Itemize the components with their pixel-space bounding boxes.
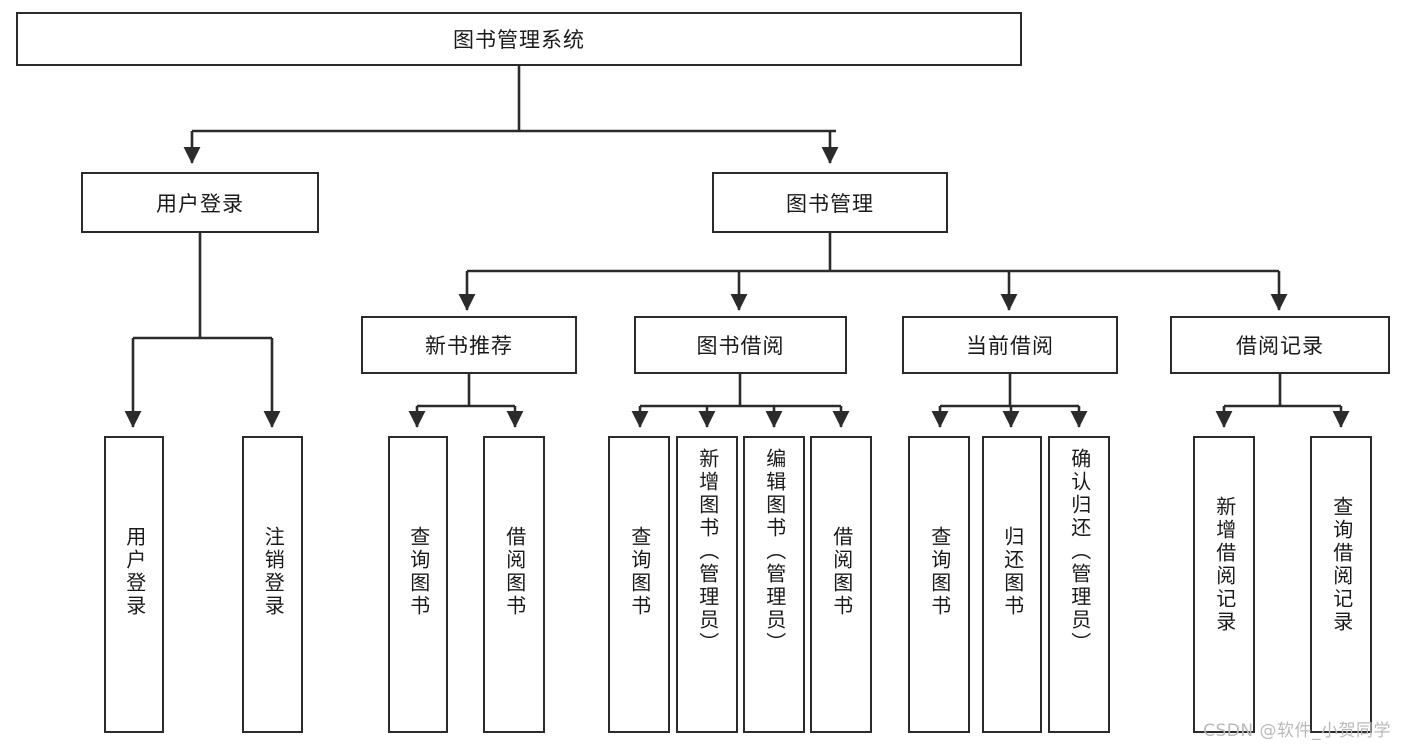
node-label: 确认归还（管理员） bbox=[1067, 448, 1092, 655]
leaf-borrow-book-2[interactable]: 借阅图书 bbox=[810, 436, 872, 733]
node-label: 新书推荐 bbox=[425, 334, 513, 358]
node-label: 图书管理系统 bbox=[453, 28, 585, 52]
node-user-login[interactable]: 用户登录 bbox=[81, 172, 319, 233]
node-label: 用户登录 bbox=[156, 191, 244, 216]
node-label: 新增借阅记录 bbox=[1212, 496, 1237, 634]
node-label: 借阅记录 bbox=[1236, 334, 1324, 358]
leaf-confirm-return[interactable]: 确认归还（管理员） bbox=[1048, 436, 1110, 733]
node-label: 用户登录 bbox=[122, 526, 147, 618]
node-label: 借阅图书 bbox=[502, 526, 527, 618]
node-label: 查询图书 bbox=[627, 526, 652, 618]
node-root-system[interactable]: 图书管理系统 bbox=[16, 12, 1022, 66]
leaf-logout-login[interactable]: 注销登录 bbox=[242, 436, 303, 733]
node-borrow-record[interactable]: 借阅记录 bbox=[1170, 316, 1390, 374]
node-label: 编辑图书（管理员） bbox=[762, 448, 787, 655]
node-label: 查询图书 bbox=[406, 526, 431, 618]
leaf-add-book[interactable]: 新增图书（管理员） bbox=[676, 436, 738, 733]
node-book-manage[interactable]: 图书管理 bbox=[712, 172, 948, 233]
leaf-query-record[interactable]: 查询借阅记录 bbox=[1310, 436, 1372, 733]
leaf-query-book-3[interactable]: 查询图书 bbox=[908, 436, 970, 733]
node-label: 图书管理 bbox=[786, 191, 874, 216]
node-label: 图书借阅 bbox=[696, 334, 785, 358]
node-label: 当前借阅 bbox=[966, 334, 1054, 358]
node-label: 新增图书（管理员） bbox=[695, 448, 720, 655]
node-label: 查询图书 bbox=[927, 526, 952, 618]
leaf-add-record[interactable]: 新增借阅记录 bbox=[1193, 436, 1255, 733]
node-label: 借阅图书 bbox=[829, 526, 854, 618]
node-label: 归还图书 bbox=[1000, 526, 1025, 618]
leaf-edit-book[interactable]: 编辑图书（管理员） bbox=[743, 436, 805, 733]
watermark: CSDN @软件_小贺同学 bbox=[1203, 721, 1391, 741]
leaf-return-book[interactable]: 归还图书 bbox=[982, 436, 1042, 733]
node-label: 注销登录 bbox=[261, 526, 286, 618]
leaf-query-book-1[interactable]: 查询图书 bbox=[388, 436, 448, 733]
leaf-query-book-2[interactable]: 查询图书 bbox=[608, 436, 670, 733]
leaf-user-login[interactable]: 用户登录 bbox=[104, 436, 164, 733]
node-new-book-recommend[interactable]: 新书推荐 bbox=[361, 316, 577, 374]
node-book-borrow[interactable]: 图书借阅 bbox=[634, 316, 847, 374]
node-label: 查询借阅记录 bbox=[1329, 496, 1354, 634]
leaf-borrow-book-1[interactable]: 借阅图书 bbox=[483, 436, 545, 733]
node-current-borrow[interactable]: 当前借阅 bbox=[902, 316, 1118, 374]
